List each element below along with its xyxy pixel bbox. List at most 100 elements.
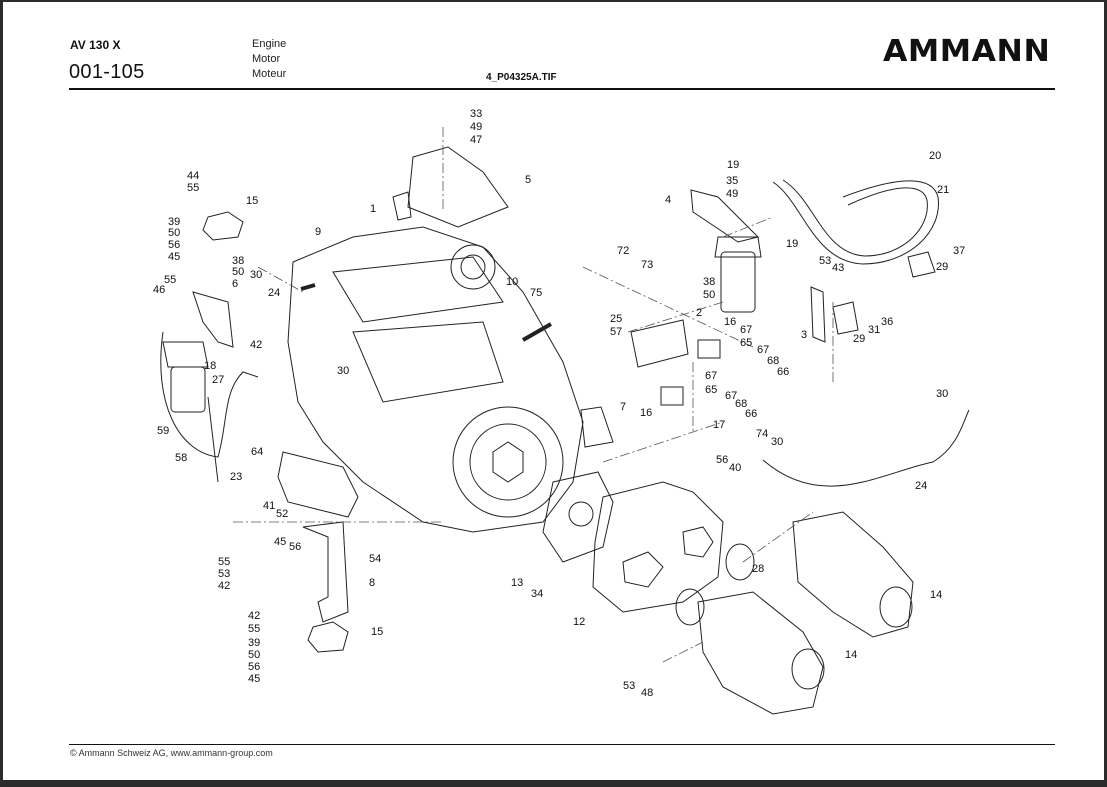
part-callout[interactable]: 30 (771, 436, 784, 448)
part-callout[interactable]: 54 (369, 553, 382, 565)
part-callout[interactable]: 42 (250, 339, 263, 351)
part-callout[interactable]: 48 (641, 687, 654, 699)
part-callout[interactable]: 19 (786, 238, 799, 250)
part-callout[interactable]: 33 (470, 108, 483, 120)
part-callout[interactable]: 29 (853, 333, 866, 345)
part-callout[interactable]: 41 (263, 500, 276, 512)
hydraulic-pump-lower (697, 591, 824, 715)
part-callout[interactable]: 2 (696, 307, 703, 319)
part-callout[interactable]: 67 (725, 390, 738, 402)
part-callout[interactable]: 67 (740, 324, 753, 336)
part-callout[interactable]: 29 (936, 261, 949, 273)
title-fr: Moteur (252, 68, 287, 80)
part-callout[interactable]: 21 (937, 184, 950, 196)
part-callout[interactable]: 53 (819, 255, 832, 267)
part-callout[interactable]: 53 (218, 568, 231, 580)
part-callout[interactable]: 25 (610, 313, 623, 325)
part-callout[interactable]: 50 (248, 649, 261, 661)
part-callout[interactable]: 23 (230, 471, 243, 483)
part-callout[interactable]: 42 (248, 610, 261, 622)
part-callout[interactable]: 55 (164, 274, 177, 286)
part-callout[interactable]: 38 (232, 255, 245, 267)
part-callout[interactable]: 49 (470, 121, 483, 133)
part-callout[interactable]: 65 (705, 384, 718, 396)
part-callout[interactable]: 16 (640, 407, 653, 419)
part-callout[interactable]: 46 (153, 284, 166, 296)
part-callout[interactable]: 5 (525, 174, 532, 186)
part-callout[interactable]: 50 (232, 266, 245, 278)
part-callout[interactable]: 73 (641, 259, 654, 271)
part-callout[interactable]: 52 (276, 508, 289, 520)
solenoid-bracket (630, 319, 689, 368)
part-callout[interactable]: 50 (168, 227, 181, 239)
part-callout[interactable]: 38 (703, 276, 716, 288)
part-callout[interactable]: 15 (246, 195, 259, 207)
part-callout[interactable]: 67 (705, 370, 718, 382)
part-callout[interactable]: 15 (371, 626, 384, 638)
part-callout[interactable]: 14 (845, 649, 858, 661)
part-callout[interactable]: 45 (248, 673, 261, 685)
part-callout[interactable]: 45 (168, 251, 181, 263)
part-callout[interactable]: 72 (617, 245, 630, 257)
part-callout[interactable]: 64 (251, 446, 264, 458)
part-callout[interactable]: 47 (470, 134, 483, 146)
part-callout[interactable]: 58 (175, 452, 188, 464)
part-callout[interactable]: 7 (620, 401, 627, 413)
part-callout[interactable]: 13 (511, 577, 524, 589)
part-callout[interactable]: 31 (868, 324, 881, 336)
part-callout[interactable]: 44 (187, 170, 200, 182)
part-callout[interactable]: 65 (740, 337, 753, 349)
part-callout[interactable]: 19 (727, 159, 740, 171)
part-callout[interactable]: 36 (881, 316, 894, 328)
part-callout[interactable]: 30 (250, 269, 263, 281)
part-callout[interactable]: 66 (745, 408, 758, 420)
part-callout[interactable]: 75 (530, 287, 543, 299)
part-callout[interactable]: 16 (724, 316, 737, 328)
part-callout[interactable]: 57 (610, 326, 623, 338)
part-callout[interactable]: 30 (936, 388, 949, 400)
part-callout[interactable]: 4 (665, 194, 672, 206)
part-callout[interactable]: 10 (506, 276, 519, 288)
part-callout[interactable]: 17 (713, 419, 726, 431)
part-callout[interactable]: 24 (268, 287, 281, 299)
part-callout[interactable]: 55 (248, 623, 261, 635)
part-callout[interactable]: 45 (274, 536, 287, 548)
coupling-plate (542, 471, 614, 563)
part-callout[interactable]: 37 (953, 245, 966, 257)
part-callout[interactable]: 55 (187, 182, 200, 194)
part-callout[interactable]: 53 (623, 680, 636, 692)
part-callout[interactable]: 9 (315, 226, 322, 238)
part-callout[interactable]: 66 (777, 366, 790, 378)
part-callout[interactable]: 12 (573, 616, 586, 628)
part-callout[interactable]: 56 (716, 454, 729, 466)
part-callout[interactable]: 1 (370, 203, 377, 215)
part-callout[interactable]: 56 (289, 541, 302, 553)
part-callout[interactable]: 68 (735, 398, 748, 410)
part-callout[interactable]: 39 (168, 216, 181, 228)
part-callout[interactable]: 49 (726, 188, 739, 200)
part-callout[interactable]: 35 (726, 175, 739, 187)
part-callout[interactable]: 30 (337, 365, 350, 377)
part-callout[interactable]: 56 (248, 661, 261, 673)
part-callout[interactable]: 40 (729, 462, 742, 474)
part-callout[interactable]: 20 (929, 150, 942, 162)
part-callout[interactable]: 34 (531, 588, 544, 600)
part-callout[interactable]: 39 (248, 637, 261, 649)
part-callout[interactable]: 50 (703, 289, 716, 301)
part-callout[interactable]: 3 (801, 329, 808, 341)
part-callout[interactable]: 59 (157, 425, 170, 437)
part-callout[interactable]: 27 (212, 374, 225, 386)
part-callout[interactable]: 18 (204, 360, 217, 372)
part-callout[interactable]: 68 (767, 355, 780, 367)
part-callout[interactable]: 67 (757, 344, 770, 356)
part-callout[interactable]: 8 (369, 577, 376, 589)
part-callout[interactable]: 56 (168, 239, 181, 251)
part-callout[interactable]: 74 (756, 428, 769, 440)
part-callout[interactable]: 24 (915, 480, 928, 492)
part-callout[interactable]: 14 (930, 589, 943, 601)
part-callout[interactable]: 6 (232, 278, 239, 290)
part-callout[interactable]: 28 (752, 563, 765, 575)
part-callout[interactable]: 55 (218, 556, 231, 568)
part-callout[interactable]: 43 (832, 262, 845, 274)
part-callout[interactable]: 42 (218, 580, 231, 592)
